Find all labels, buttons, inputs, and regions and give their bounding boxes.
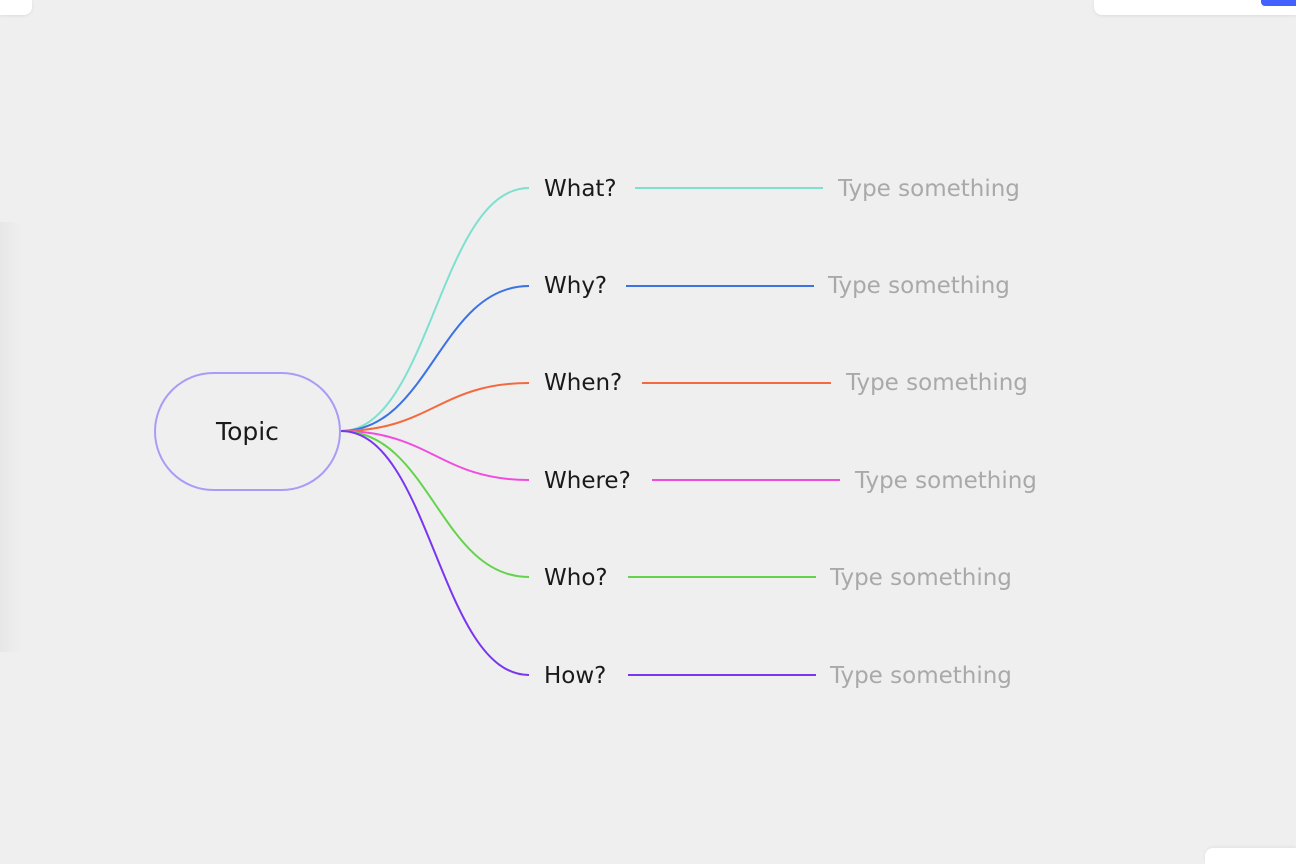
top-left-panel[interactable] [0, 0, 32, 15]
connector-group [340, 187, 840, 676]
leaf-where-placeholder[interactable]: Type something [855, 468, 1037, 494]
central-topic-node[interactable]: Topic [154, 372, 341, 491]
leaf-when-placeholder[interactable]: Type something [846, 370, 1028, 396]
top-right-toolbar[interactable] [1094, 0, 1296, 15]
leaf-who-placeholder[interactable]: Type something [830, 565, 1012, 591]
share-button[interactable] [1261, 0, 1296, 6]
bottom-right-panel[interactable] [1205, 848, 1296, 864]
branch-when-label[interactable]: When? [544, 370, 623, 396]
branch-where-label[interactable]: Where? [544, 468, 631, 494]
leaf-how-placeholder[interactable]: Type something [830, 663, 1012, 689]
left-toolbar-shadow [0, 222, 22, 652]
connector-where-curve [340, 430, 530, 481]
connector-when-curve [340, 382, 530, 432]
leaf-why-placeholder[interactable]: Type something [828, 273, 1010, 299]
connector-why-curve [340, 285, 530, 432]
connector-what-curve [340, 187, 530, 432]
branch-how-label[interactable]: How? [544, 663, 607, 689]
connector-who-curve [340, 430, 530, 578]
branch-why-label[interactable]: Why? [544, 273, 608, 299]
branch-who-label[interactable]: Who? [544, 565, 608, 591]
central-topic-label: Topic [216, 417, 279, 446]
branch-what-label[interactable]: What? [544, 176, 617, 202]
connector-how-curve [340, 430, 530, 676]
leaf-what-placeholder[interactable]: Type something [838, 176, 1020, 202]
